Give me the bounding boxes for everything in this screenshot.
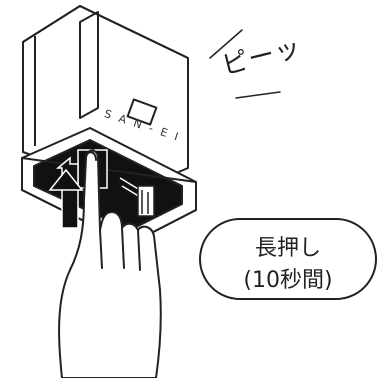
instruction-bubble: 長押し (10秒間) <box>199 218 377 300</box>
instruction-line-1: 長押し <box>254 236 321 261</box>
hand-illustration <box>58 149 162 379</box>
press-arrow <box>48 156 84 229</box>
instruction-line-2: (10秒間) <box>243 268 333 293</box>
device-body <box>21 5 197 245</box>
sound-lines <box>209 29 281 99</box>
